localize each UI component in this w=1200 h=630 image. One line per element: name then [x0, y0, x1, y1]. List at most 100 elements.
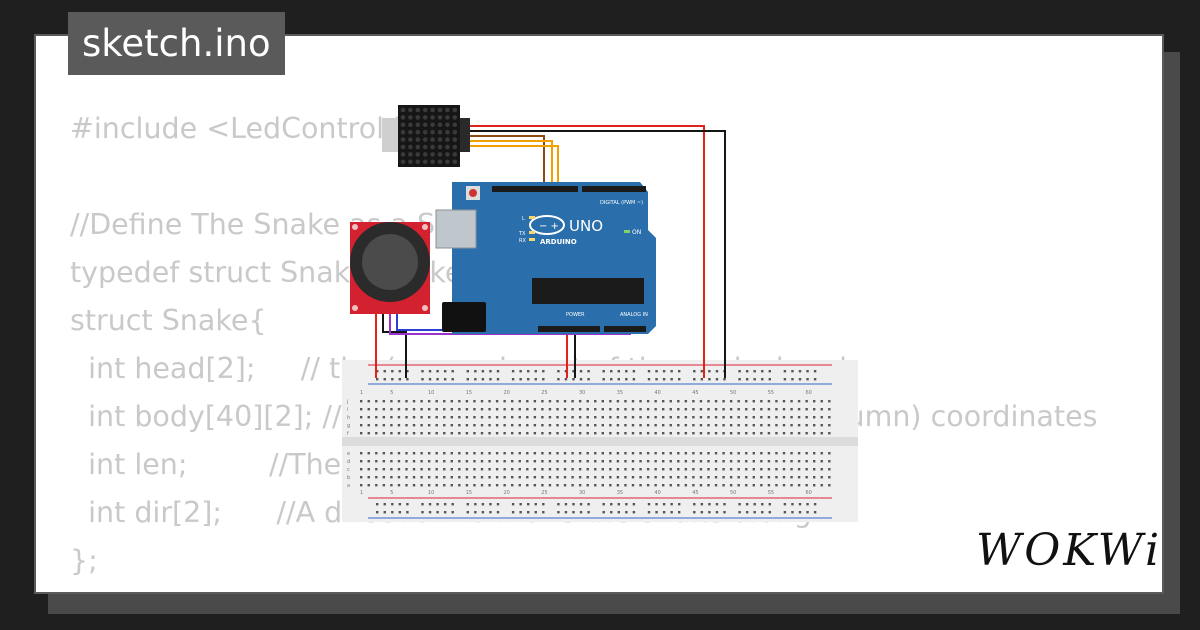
breadboard-hole — [518, 416, 521, 419]
breadboard-hole — [662, 460, 665, 463]
breadboard-hole — [631, 468, 635, 471]
breadboard-hole — [624, 460, 627, 463]
breadboard-hole — [586, 416, 589, 419]
matrix-led — [415, 115, 421, 120]
rail-hole — [406, 503, 409, 506]
matrix-led — [445, 122, 450, 128]
breadboard-hole — [526, 460, 529, 463]
breadboard-hole — [488, 400, 491, 403]
rail-hole — [813, 503, 817, 506]
breadboard-hole — [820, 484, 823, 487]
rail-hole — [519, 378, 522, 381]
breadboard-hole — [586, 432, 589, 435]
arduino-uno[interactable]: DIGITAL (PWM ~) ANALOG IN POWER − + UNO … — [435, 182, 656, 334]
file-tab[interactable]: sketch.ino — [68, 12, 285, 75]
breadboard-hole — [699, 484, 703, 487]
breadboard-hole — [760, 452, 763, 455]
rail-hole — [617, 370, 620, 373]
rail-hole — [617, 511, 620, 514]
breadboard-hole — [790, 484, 793, 487]
breadboard-hole — [775, 400, 778, 403]
matrix-body — [398, 105, 460, 167]
breadboard-hole — [654, 476, 657, 479]
breadboard-hole — [609, 468, 612, 471]
breadboard-hole — [752, 424, 755, 427]
rail-hole — [481, 511, 485, 514]
breadboard-hole — [760, 408, 763, 411]
breadboard-hole — [767, 468, 771, 471]
breadboard-hole — [714, 452, 718, 455]
column-number: 35 — [617, 390, 623, 396]
breadboard-hole — [450, 476, 453, 479]
matrix-led — [430, 129, 435, 135]
column-number: 10 — [428, 490, 434, 496]
breadboard-hole — [813, 468, 816, 471]
breadboard-hole — [813, 416, 816, 419]
breadboard-hole — [503, 460, 506, 463]
breadboard-hole — [473, 424, 476, 427]
matrix-led — [408, 159, 413, 165]
breadboard-hole — [790, 432, 793, 435]
rail-hole — [783, 511, 787, 514]
breadboard-hole — [427, 452, 431, 455]
breadboard-hole — [782, 400, 786, 403]
breadboard-hole — [639, 416, 642, 419]
rail-hole — [376, 503, 379, 506]
breadboard-hole — [646, 452, 650, 455]
breadboard-hole — [760, 476, 763, 479]
joystick-knob[interactable] — [362, 234, 418, 290]
breadboard-hole — [729, 408, 733, 411]
breadboard-hole — [488, 476, 491, 479]
breadboard-hole — [745, 432, 748, 435]
matrix-led — [415, 152, 421, 157]
breadboard-hole — [518, 460, 521, 463]
breadboard-hole — [722, 424, 725, 427]
rail-hole — [481, 378, 485, 381]
breadboard-hole — [578, 460, 582, 463]
breadboard-hole — [578, 424, 582, 427]
atmega-chip — [532, 278, 644, 304]
breadboard-hole — [480, 408, 484, 411]
rail-hole — [806, 378, 809, 381]
led-matrix[interactable] — [382, 105, 470, 167]
rail-hole — [813, 378, 817, 381]
breadboard-hole — [533, 476, 537, 479]
breadboard-hole — [729, 452, 733, 455]
breadboard-hole — [752, 476, 755, 479]
column-number: 35 — [617, 490, 623, 496]
rail-hole — [647, 378, 651, 381]
tx-label: TX — [518, 231, 526, 237]
breadboard-hole — [435, 400, 438, 403]
row-letter: c — [347, 467, 350, 473]
breadboard-hole — [375, 484, 378, 487]
breadboard-hole — [782, 416, 786, 419]
breadboard-hole — [571, 408, 574, 411]
breadboard-hole — [450, 432, 453, 435]
rail-hole — [421, 370, 424, 373]
breadboard-hole — [382, 476, 386, 479]
breadboard-hole — [639, 408, 642, 411]
breadboard-hole — [458, 424, 461, 427]
breadboard-hole — [669, 468, 672, 471]
breadboard-hole — [760, 484, 763, 487]
breadboard-hole — [367, 484, 370, 487]
rail-hole — [451, 503, 454, 506]
breadboard-hole — [465, 424, 469, 427]
rail-hole — [700, 503, 704, 506]
breadboard-hole — [360, 416, 363, 419]
rail-hole — [542, 503, 545, 506]
breadboard-hole — [480, 460, 484, 463]
rail-hole — [376, 370, 379, 373]
matrix-led — [445, 137, 450, 142]
breadboard-hole — [495, 484, 499, 487]
breadboard-hole — [813, 484, 816, 487]
matrix-led — [430, 115, 435, 120]
breadboard-hole — [624, 468, 627, 471]
breadboard-hole — [495, 424, 499, 427]
rail-hole — [489, 370, 492, 373]
rail-hole — [527, 503, 530, 506]
joystick-module[interactable] — [350, 222, 430, 314]
